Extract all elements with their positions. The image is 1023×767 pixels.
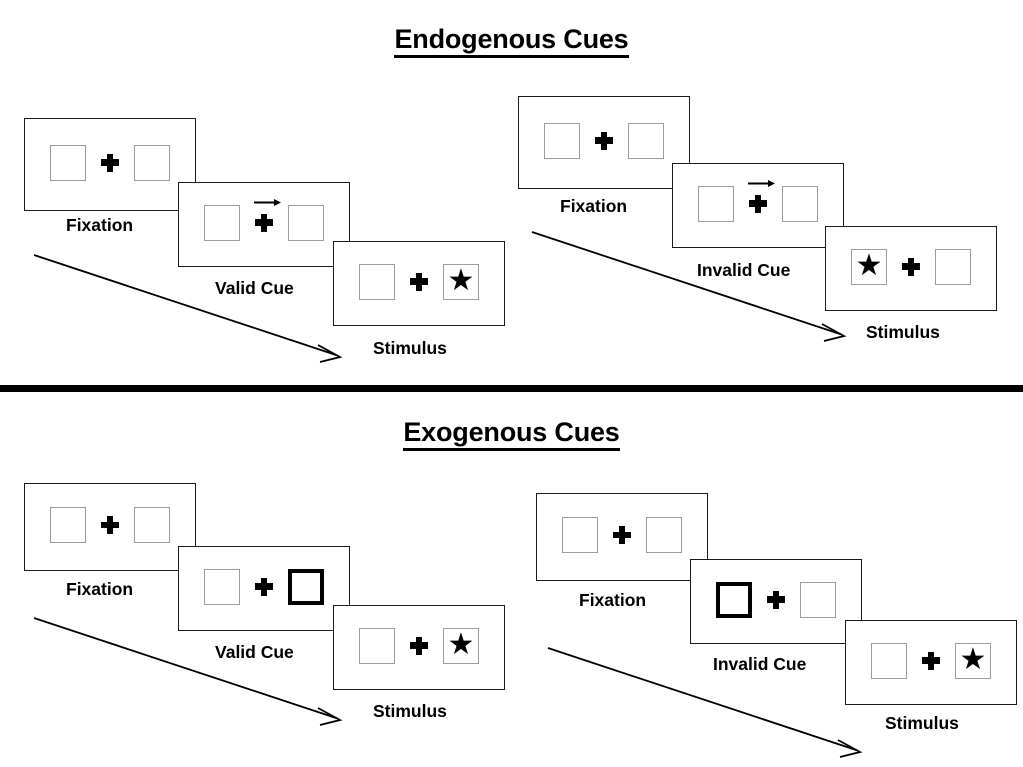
box-right (288, 204, 324, 241)
right-arrow-icon (254, 198, 281, 206)
box-right-target: ★ (443, 263, 479, 300)
caption-exogenous-invalid-stimulus: Stimulus (885, 713, 959, 733)
box-left (698, 185, 734, 222)
box-left-cued (716, 581, 752, 618)
fixation-cross-icon (594, 131, 614, 151)
panel-endogenous-valid-fixation (24, 118, 196, 211)
caption-endogenous-invalid-fixation: Fixation (560, 196, 628, 216)
box-right (646, 517, 682, 553)
box-left (871, 642, 907, 679)
star-icon: ★ (959, 642, 987, 676)
star-icon: ★ (447, 263, 475, 297)
star-icon: ★ (447, 627, 475, 661)
panel-exogenous-valid-stimulus: ★ (333, 605, 505, 690)
panel-endogenous-invalid-stimulus: ★ (825, 226, 997, 311)
box-left (204, 204, 240, 241)
section-title-endogenous-text: Endogenous Cues (394, 24, 629, 58)
fixation-cross-icon (254, 198, 281, 233)
right-arrow-icon (748, 179, 775, 187)
caption-endogenous-valid-stimulus: Stimulus (373, 338, 447, 358)
box-left (50, 144, 86, 181)
caption-endogenous-invalid-stimulus: Stimulus (866, 322, 940, 342)
caption-endogenous-valid-cue: Valid Cue (215, 278, 294, 298)
box-right-target: ★ (955, 642, 991, 679)
caption-endogenous-valid-fixation: Fixation (66, 215, 134, 235)
fixation-cross-icon (921, 651, 941, 671)
caption-exogenous-invalid-cue: Invalid Cue (713, 654, 807, 674)
panel-endogenous-valid-cue (178, 182, 350, 267)
caption-endogenous-invalid-cue: Invalid Cue (697, 260, 791, 280)
box-left (544, 122, 580, 159)
box-right (134, 507, 170, 543)
panel-endogenous-valid-stimulus: ★ (333, 241, 505, 326)
section-divider (0, 385, 1023, 392)
fixation-cross-icon (409, 636, 429, 656)
panel-exogenous-valid-fixation (24, 483, 196, 571)
section-title-exogenous-text: Exogenous Cues (403, 417, 620, 451)
section-title-endogenous: Endogenous Cues (0, 24, 1023, 58)
fixation-cross-icon (748, 179, 775, 214)
caption-exogenous-valid-stimulus: Stimulus (373, 701, 447, 721)
fixation-cross-icon (612, 525, 632, 545)
panel-endogenous-invalid-fixation (518, 96, 690, 189)
panel-exogenous-invalid-cue (690, 559, 862, 644)
caption-exogenous-invalid-fixation: Fixation (579, 590, 647, 610)
box-right (800, 581, 836, 618)
fixation-cross-icon (100, 153, 120, 173)
star-icon: ★ (855, 248, 883, 282)
box-left-target: ★ (851, 248, 887, 285)
box-right (935, 248, 971, 285)
fixation-cross-icon (254, 577, 274, 597)
box-left (204, 568, 240, 605)
fixation-cross-icon (901, 257, 921, 277)
box-left (50, 507, 86, 543)
panel-exogenous-valid-cue (178, 546, 350, 631)
box-right (628, 122, 664, 159)
box-left (359, 627, 395, 664)
box-right (134, 144, 170, 181)
box-right-cued (288, 568, 324, 605)
fixation-cross-icon (766, 590, 786, 610)
panel-exogenous-invalid-stimulus: ★ (845, 620, 1017, 705)
fixation-cross-icon (100, 515, 120, 535)
box-right-target: ★ (443, 627, 479, 664)
fixation-cross-icon (409, 272, 429, 292)
box-right (782, 185, 818, 222)
caption-exogenous-valid-fixation: Fixation (66, 579, 134, 599)
panel-endogenous-invalid-cue (672, 163, 844, 248)
caption-exogenous-valid-cue: Valid Cue (215, 642, 294, 662)
panel-exogenous-invalid-fixation (536, 493, 708, 581)
box-left (562, 517, 598, 553)
section-title-exogenous: Exogenous Cues (0, 417, 1023, 451)
time-arrow-exogenous-invalid (547, 647, 863, 758)
box-left (359, 263, 395, 300)
